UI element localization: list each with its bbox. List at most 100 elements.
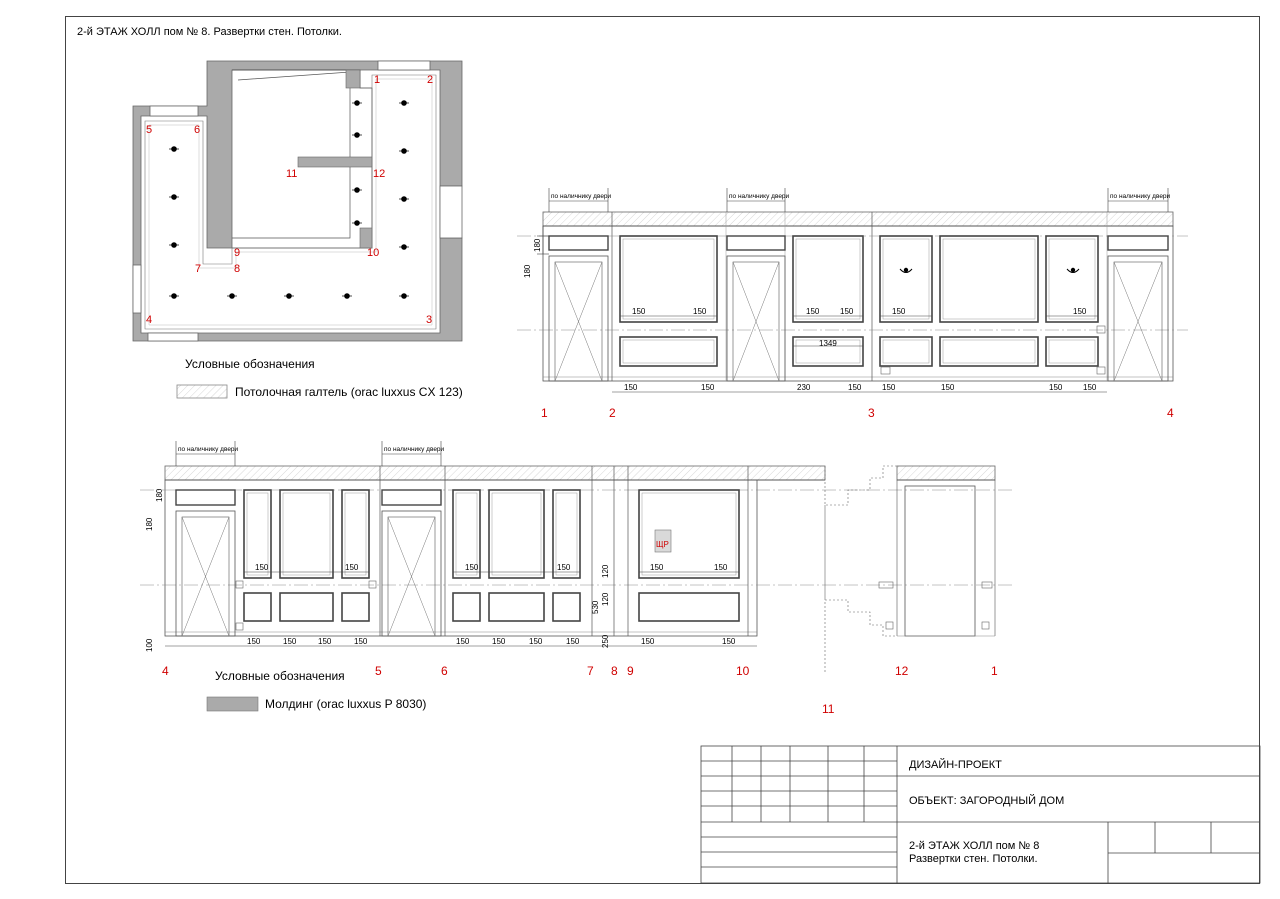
dim-label: 150: [806, 307, 820, 316]
door: [1107, 235, 1169, 382]
title-block: [700, 745, 1261, 884]
legend-top-item: Потолочная галтель (orac luxxus CX 123): [235, 385, 463, 399]
legend-bottom-title: Условные обозначения: [215, 669, 345, 683]
plan-point-label: 9: [234, 247, 240, 259]
plan-window: [149, 105, 199, 117]
axis-label: 8: [611, 664, 618, 678]
dim-label: 150: [566, 637, 580, 646]
dim-label: 150: [840, 307, 854, 316]
door-dim-note: по наличнику двери: [551, 193, 612, 200]
dim-label: 150: [624, 383, 638, 392]
cornice-swatch: [176, 384, 228, 399]
sheet-header-title: 2-й ЭТАЖ ХОЛЛ пом № 8. Развертки стен. П…: [77, 26, 342, 38]
dim-label: 150: [722, 637, 736, 646]
dim-label: 150: [693, 307, 707, 316]
dim-label: 150: [882, 383, 896, 392]
axis-label: 1: [991, 664, 998, 678]
door-dim-note: по наличнику двери: [729, 193, 790, 200]
plan-partition: [297, 156, 373, 168]
dim-label: 150: [318, 637, 332, 646]
plan-walls: [132, 60, 463, 342]
title-block-sheet-line2: Развертки стен. Потолки.: [909, 853, 1038, 865]
legend-top-title: Условные обозначения: [185, 357, 315, 371]
plan-point-label: 8: [234, 263, 240, 275]
dim-label: 150: [848, 383, 862, 392]
axis-label: 11: [822, 702, 835, 716]
dim-label: 150: [283, 637, 297, 646]
plan-point-label: 3: [426, 314, 432, 326]
axis-label: 4: [1167, 406, 1174, 420]
plan-point-label: 1: [374, 74, 380, 86]
dim-label: 150: [941, 383, 955, 392]
molding-panels: [243, 489, 740, 622]
dim-label: 180: [145, 517, 154, 531]
plan-opening: [439, 185, 463, 239]
elevation-bottom: ЩР по наличнику двери по наличнику двери…: [140, 441, 1015, 716]
dim-label: 150: [892, 307, 906, 316]
dim-label: 150: [557, 563, 571, 572]
elevation-top: по наличнику двери по наличнику двери по…: [517, 188, 1188, 420]
dim-label: 100: [145, 638, 154, 652]
dim-label: 150: [714, 563, 728, 572]
legend-bottom-item: Молдинг (orac luxxus P 8030): [265, 697, 426, 711]
dim-label: 150: [632, 307, 646, 316]
wall-outline: [542, 225, 1174, 382]
axis-label: 5: [375, 664, 382, 678]
axis-label: 12: [895, 664, 909, 678]
molding-panels: [619, 235, 1099, 367]
cornice-band: [164, 465, 826, 481]
plan-point-label: 10: [367, 247, 379, 259]
dim-label: 150: [345, 563, 359, 572]
dim-label: 230: [797, 383, 811, 392]
ceiling-lights: [169, 100, 409, 299]
dim-label: 150: [255, 563, 269, 572]
dim-label: 180: [155, 488, 164, 502]
dim-label: 150: [465, 563, 479, 572]
door-dim-note: по наличнику двери: [178, 446, 239, 453]
axis-label: 9: [627, 664, 634, 678]
axis-label: 2: [609, 406, 616, 420]
dim-label: 180: [523, 264, 532, 278]
cornice-band: [542, 211, 1174, 227]
dim-label: 150: [641, 637, 655, 646]
axis-label: 6: [441, 664, 448, 678]
door: [381, 489, 442, 637]
door-dim-note: по наличнику двери: [384, 446, 445, 453]
plan-point-label: 11: [286, 168, 297, 180]
plan-point-label: 5: [146, 124, 152, 136]
dim-label: 250: [601, 634, 610, 648]
socket-icon: [880, 325, 1106, 375]
wall-outline: [164, 479, 758, 637]
dim-label: 150: [247, 637, 261, 646]
door: [548, 235, 609, 382]
title-block-object: ОБЪЕКТ: ЗАГОРОДНЫЙ ДОМ: [909, 794, 1064, 807]
dim-label: 150: [1083, 383, 1097, 392]
plan-opening: [132, 264, 142, 314]
door-opening: [904, 485, 976, 637]
electrical-panel-tag: ЩР: [656, 540, 669, 549]
plan-point-label: 6: [194, 124, 200, 136]
dim-label: 150: [529, 637, 543, 646]
electrical-panel: [654, 529, 672, 553]
dim-label: 1349: [819, 339, 837, 348]
dim-label: 150: [650, 563, 664, 572]
axis-label: 4: [162, 664, 169, 678]
door: [726, 235, 786, 382]
dim-label: 120: [601, 564, 610, 578]
dim-label: 120: [601, 592, 610, 606]
axis-label: 10: [736, 664, 750, 678]
title-block-project: ДИЗАЙН-ПРОЕКТ: [909, 758, 1002, 771]
dim-label: 530: [591, 600, 600, 614]
title-block-sheet-line1: 2-й ЭТАЖ ХОЛЛ пом № 8: [909, 840, 1039, 852]
molding-swatch: [206, 696, 259, 712]
plan-window: [377, 60, 431, 71]
wall-sconce-icon: [1066, 267, 1080, 273]
plan-opening: [147, 332, 199, 342]
sheet-frame: [65, 16, 1260, 884]
dim-label: 180: [533, 238, 542, 252]
dim-label: 150: [1049, 383, 1063, 392]
ceiling-plan: 1 2 3 4 5 6 7 8 9 10 11 12: [132, 60, 463, 342]
axis-label: 7: [587, 664, 594, 678]
staircase-outline: [824, 465, 897, 506]
dim-label: 150: [492, 637, 506, 646]
